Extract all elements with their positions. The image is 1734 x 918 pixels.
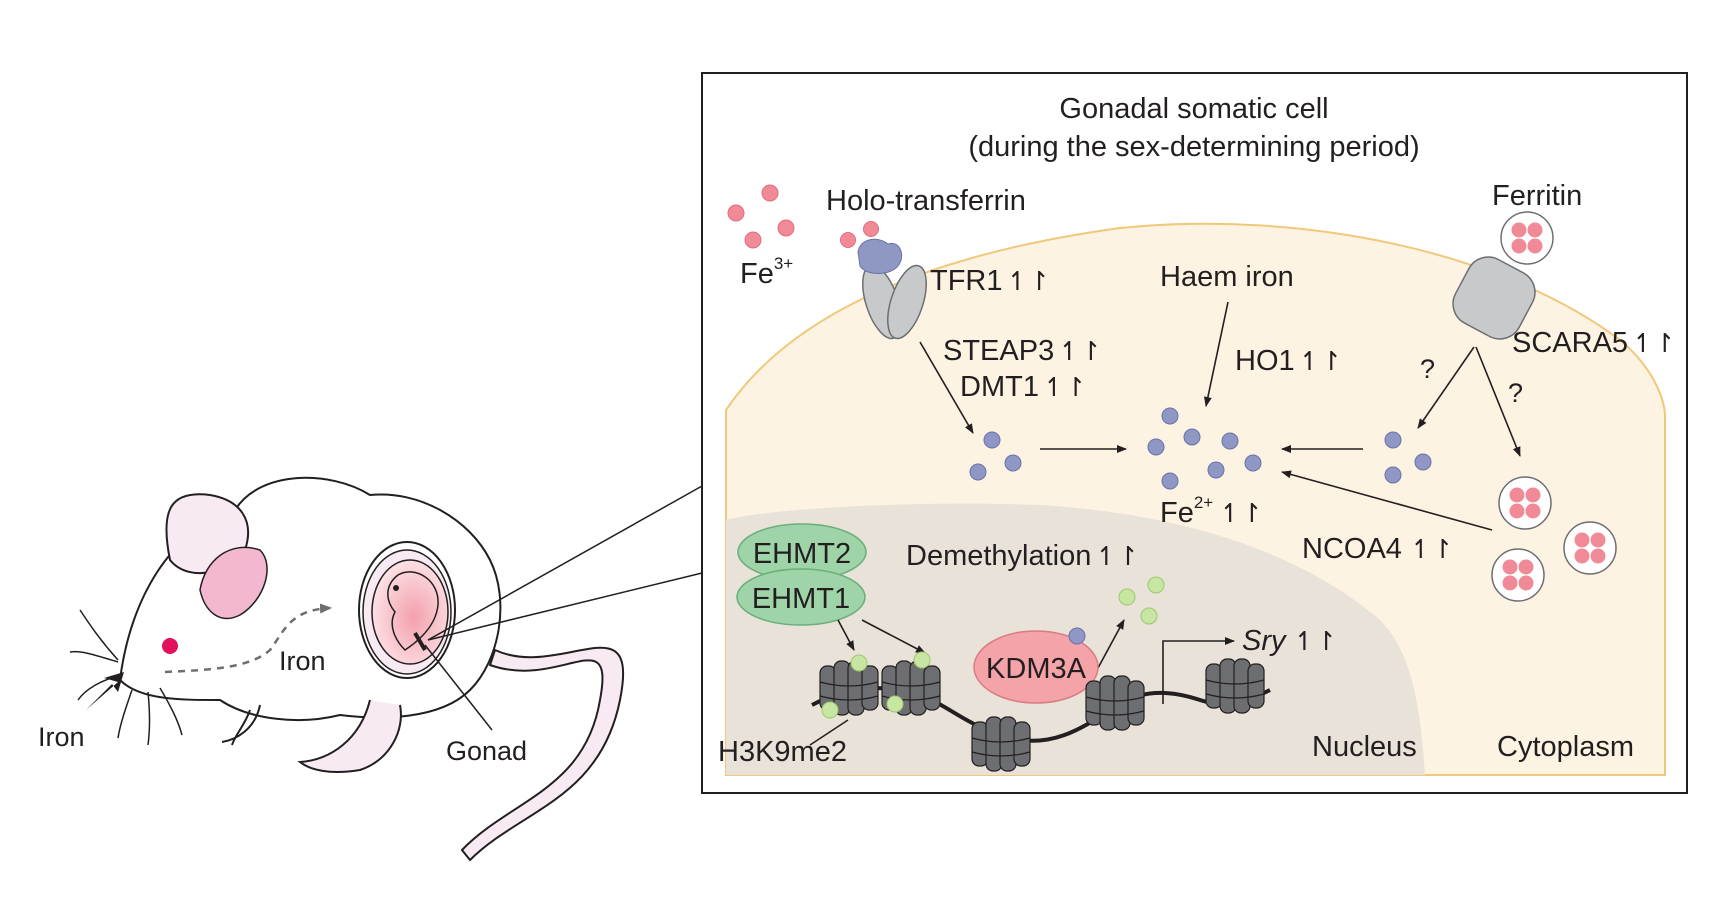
ehmt1-label: EHMT1 [752,583,850,615]
arrow-kdm3a-to-methyl [1097,619,1125,669]
fe3-ions [727,184,795,249]
ho1-label: HO1↿↾ [1235,345,1342,377]
mouse-eye [162,638,178,654]
panel-frame [701,72,1688,794]
nucleosome-3 [971,716,1031,772]
arrow-scara5-to-fe2-right [1417,346,1475,429]
iron-transport-path [164,603,332,674]
question-mark-2: ? [1508,378,1523,408]
iron-intake-arrow [86,672,124,710]
fe2-cluster-right [1384,431,1432,484]
tfr1-label: TFR1↿↾ [930,265,1050,297]
embryo-outline [387,571,439,651]
nucleosome-4 [1085,675,1145,731]
ferritin-label: Ferritin [1492,180,1582,212]
ferritin-intracellular-2 [1563,521,1617,575]
h3k9me2-label: H3K9me2 [718,736,847,768]
mouse-tail [460,646,625,862]
gonad-label: Gonad [446,736,527,766]
kdm3a-enzyme [973,630,1099,704]
dmt1-label: DMT1↿↾ [960,371,1087,403]
cytoplasm-label: Cytoplasm [1497,731,1634,763]
embryo [371,559,449,665]
iron-outside-label: Iron [38,722,85,752]
arrow-tfr1-to-fe2 [919,341,974,434]
tfr1-receptor [840,221,927,340]
sry-tss-arrow [1162,637,1235,704]
sry-label: Sry↿↾ [1242,625,1337,657]
nucleus-label: Nucleus [1312,731,1417,763]
embryo-eye [393,585,399,591]
fe2-cluster-center [1147,407,1262,490]
fe3-label: Fe3+ [740,254,793,290]
nucleosome-5 [1205,658,1265,714]
released-methyl-groups [1118,576,1165,625]
ferritin-intracellular-3 [1491,548,1545,602]
kdm3a-label: KDM3A [986,653,1087,685]
fe2-label: Fe2+↿↾ [1160,493,1263,529]
ehmt1-enzyme [736,568,866,626]
transferrin-protein [857,238,903,274]
h3k9me2-marks [821,651,931,719]
arrow-haem-to-fe2 [1203,301,1229,407]
ncoa4-label: NCOA4↿↾ [1302,533,1454,565]
iron-inside-label: Iron [279,646,326,676]
holo-transferrin-label: Holo-transferrin [826,185,1026,217]
zoom-line-top [427,485,703,641]
mouse-illustration [69,476,625,862]
mouse-hind-leg [297,699,402,773]
ferritin-intracellular-1 [1498,476,1552,530]
arrow-ehmt1-to-nucleosome-1 [837,619,855,651]
haem-iron-label: Haem iron [1160,261,1294,293]
question-mark-1: ? [1420,354,1435,384]
mouse-ear-inner [199,546,268,620]
arrow-ncoa4-to-fe2 [1281,470,1493,531]
arrow-ehmt1-to-nucleosome-2 [861,619,926,654]
scara5-label: SCARA5↿↾ [1512,327,1676,359]
ferritin-extracellular [1500,211,1554,265]
demethylation-label: Demethylation↿↾ [906,540,1139,572]
scara5-receptor [1452,256,1536,340]
panel-title-line1: Gonadal somatic cell [1059,93,1328,125]
mouse-whiskers [69,609,183,746]
arrow-scara5-to-ferritin [1475,346,1521,457]
gonad-pointer-line [424,644,493,731]
kdm3a-bound-iron [1068,627,1086,645]
zoom-line-bottom [427,572,703,641]
gonad-mark [413,631,427,652]
steap3-label: STEAP3↿↾ [943,335,1102,367]
h3k9me2-pointer [809,719,849,746]
fe2-cluster-left [969,431,1022,481]
ehmt2-label: EHMT2 [753,538,851,570]
mouse-front-leg [221,704,261,746]
panel-title-line2: (during the sex-determining period) [968,131,1419,163]
